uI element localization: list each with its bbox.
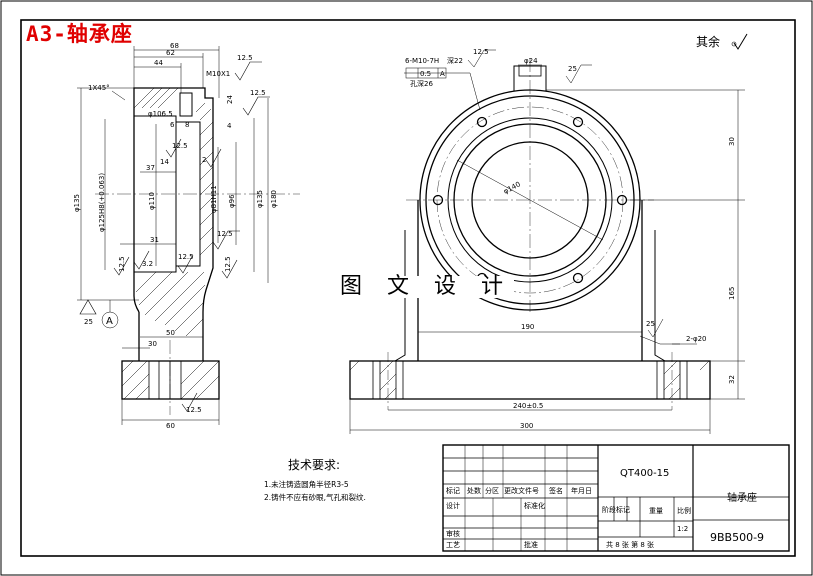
side-roughness-6: 12.5 xyxy=(178,253,194,261)
chamfer: 1X45° xyxy=(88,84,110,92)
scale-label: 比例 xyxy=(677,507,691,515)
dim-2: 2 xyxy=(202,156,206,164)
front-dimensions xyxy=(349,49,745,434)
col-signature: 签名 xyxy=(549,487,563,495)
row-process: 工艺 xyxy=(446,541,460,549)
sheet-count: 共 8 张 第 8 张 xyxy=(606,541,655,549)
datum-ref: A xyxy=(440,70,445,78)
dim-14: 14 xyxy=(160,158,169,166)
col-count: 处数 xyxy=(467,487,481,495)
side-roughness-2: 12.5 xyxy=(250,89,266,97)
side-roughness-32: 3.2 xyxy=(142,260,153,268)
hole-spacing: 240±0.5 xyxy=(513,402,543,410)
dim-phi110: φ110 xyxy=(148,192,156,210)
centre-height: 165 xyxy=(728,287,736,300)
dim-phi135: φ135 xyxy=(256,190,264,208)
weight-label: 重量 xyxy=(649,507,663,515)
dim-68: 68 xyxy=(170,42,179,50)
dim-62: 62 xyxy=(166,49,175,57)
bore-diameter: φ140 xyxy=(502,180,522,196)
col-date: 年月日 xyxy=(571,487,592,495)
front-roughness-top: 12.5 xyxy=(473,48,489,56)
boss-height: 30 xyxy=(728,137,736,146)
dim-37: 37 xyxy=(146,164,155,172)
dim-4: 4 xyxy=(227,122,232,130)
side-roughness-7: 12.5 xyxy=(186,406,202,414)
roughness-rest-label: 其余 xyxy=(696,35,721,49)
thread-depth: 深22 xyxy=(447,56,463,65)
col-change-doc: 更改文件号 xyxy=(504,487,539,495)
dim-31: 31 xyxy=(150,236,159,244)
tech-requirement-1: 1.未注铸造圆角半径R3-5 xyxy=(264,480,349,489)
dim-8: 8 xyxy=(185,121,189,129)
position-tolerance: 0.5 xyxy=(420,70,431,78)
part-name: 轴承座 xyxy=(727,493,757,504)
dim-44: 44 xyxy=(154,59,163,67)
row-approve: 批准 xyxy=(524,541,538,549)
base-length: 300 xyxy=(520,422,533,430)
dim-50: 50 xyxy=(166,329,175,337)
front-roughness-base: 25 xyxy=(646,320,655,328)
side-roughness-8: 12.5 xyxy=(224,256,232,272)
front-roughness-boss: 25 xyxy=(568,65,577,73)
boss-diameter: φ24 xyxy=(524,57,538,65)
material: QT400-15 xyxy=(620,468,670,479)
watermark: 图 文 设 计 xyxy=(338,274,514,299)
side-view xyxy=(95,87,300,415)
dim-phi125: φ125H8(+0.063) xyxy=(98,173,106,232)
dim-thread: M10X1 xyxy=(206,70,230,78)
col-zone: 分区 xyxy=(485,487,499,495)
inner-frame xyxy=(20,19,796,557)
drawing-number: 9BB500-9 xyxy=(710,531,765,544)
row-design: 设计 xyxy=(446,502,460,510)
dim-phi96: φ96 xyxy=(228,194,236,208)
dim-phi81: φ81H11 xyxy=(210,185,218,213)
base-height: 32 xyxy=(728,375,736,384)
title-block-grid xyxy=(442,444,790,552)
dim-phi180: φ180 xyxy=(270,190,278,208)
front-view xyxy=(349,58,711,410)
dim-30: 30 xyxy=(148,340,157,348)
col-mark: 标记 xyxy=(446,487,460,495)
side-dimensions xyxy=(77,46,269,425)
side-roughness-3: 12.5 xyxy=(172,142,188,150)
tech-requirements-heading: 技术要求: xyxy=(288,458,341,472)
side-roughness-5: 12.5 xyxy=(118,256,126,272)
dim-phi106: φ106.5 xyxy=(148,110,173,118)
dim-6: 6 xyxy=(170,121,175,129)
drawing-title: A3-轴承座 xyxy=(26,22,133,46)
row-review: 审核 xyxy=(446,530,460,538)
row-standardize: 标准化 xyxy=(524,502,545,510)
base-holes: 2-φ20 xyxy=(686,335,707,343)
scale-value: 1:2 xyxy=(677,525,689,533)
web-width: 190 xyxy=(521,323,534,331)
roughness-symbols xyxy=(113,33,748,412)
dim-phi135-left: φ135 xyxy=(73,194,81,212)
side-roughness-25: 25 xyxy=(84,318,93,326)
dim-24: 24 xyxy=(226,95,234,104)
thread-note: 6-M10-7H xyxy=(405,57,439,65)
tech-requirement-2: 2.铸件不应有砂眼,气孔和裂纹. xyxy=(264,493,366,502)
side-roughness-1: 12.5 xyxy=(237,54,253,62)
hole-depth: 孔深26 xyxy=(410,79,433,88)
datum-a: A xyxy=(106,316,113,327)
stage-label: 阶段标记 xyxy=(602,506,630,514)
side-roughness-4: 12.5 xyxy=(217,230,233,238)
dim-60: 60 xyxy=(166,422,175,430)
